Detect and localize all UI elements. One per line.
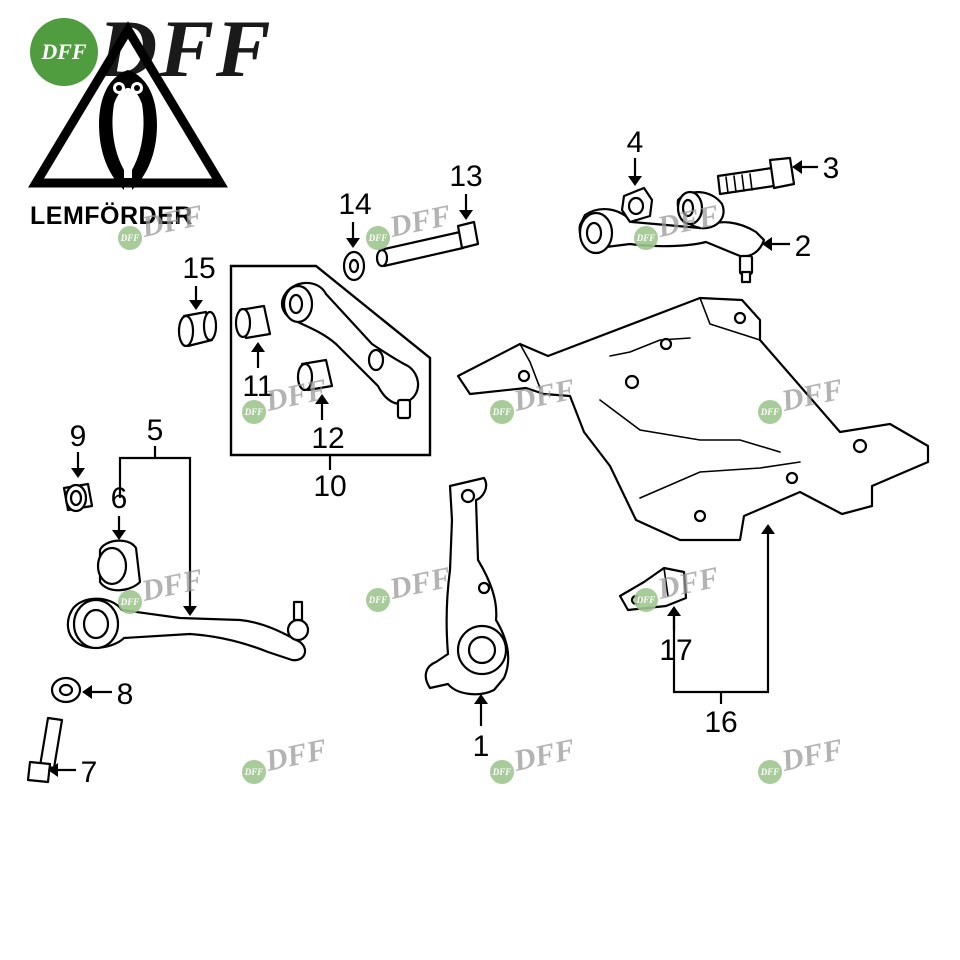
callout-11: 11 [242, 370, 273, 403]
washer-8 [50, 676, 82, 704]
callout-4: 4 [627, 126, 644, 159]
control-arm-10 [280, 281, 420, 420]
steering-knuckle-1 [424, 476, 510, 696]
svg-text:DFF: DFF [492, 407, 512, 417]
bolt-7 [26, 716, 64, 784]
nut-4 [620, 186, 654, 224]
callout-1: 1 [473, 730, 490, 763]
watermark: DFF DFF [490, 733, 578, 784]
svg-text:DFF: DFF [262, 733, 330, 778]
svg-text:DFF: DFF [244, 767, 264, 777]
svg-text:DFF: DFF [386, 561, 454, 606]
svg-text:DFF: DFF [368, 595, 388, 605]
washer-14 [342, 250, 366, 282]
svg-text:DFF: DFF [138, 563, 206, 608]
watermark: DFF DFF [758, 733, 846, 784]
callout-16: 16 [704, 706, 737, 739]
lemforder-label: LEMFÖRDER [30, 202, 193, 230]
callout-3: 3 [823, 152, 840, 185]
bolt-3 [716, 156, 796, 196]
callout-2: 2 [795, 230, 812, 263]
watermark: DFF DFF [118, 199, 206, 250]
svg-text:DFF: DFF [760, 767, 780, 777]
callout-6: 6 [111, 482, 128, 515]
bushing-15 [177, 310, 218, 348]
dff-badge-logo: DFF [30, 18, 98, 86]
svg-text:DFF: DFF [760, 407, 780, 417]
lower-control-arm-5 [66, 597, 310, 662]
svg-text:DFF: DFF [778, 733, 846, 778]
svg-text:DFF: DFF [120, 233, 140, 243]
callout-13: 13 [449, 160, 482, 193]
callout-10: 10 [313, 470, 346, 503]
bushing-6 [96, 539, 142, 592]
bushing-12 [296, 358, 334, 392]
svg-text:DFF: DFF [368, 233, 388, 243]
watermark: DFF DFF [366, 561, 454, 612]
watermark: DFF DFF [242, 733, 330, 784]
bushing-9 [62, 482, 94, 513]
callout-5: 5 [147, 414, 164, 447]
bolt-13 [375, 220, 480, 268]
lemforder-owl-logo [28, 21, 228, 190]
group-box-10 [229, 264, 432, 457]
svg-text:DFF: DFF [138, 199, 206, 244]
svg-text:DFF: DFF [636, 233, 656, 243]
bushing-11 [234, 304, 272, 340]
leader-lines [48, 158, 818, 777]
svg-text:DFF: DFF [636, 595, 656, 605]
svg-text:DFF: DFF [492, 767, 512, 777]
callout-17: 17 [659, 634, 692, 667]
svg-text:DFF: DFF [244, 407, 264, 417]
callout-14: 14 [338, 188, 371, 221]
svg-text:DFF: DFF [510, 733, 578, 778]
subframe-16 [456, 296, 930, 542]
callout-8: 8 [117, 678, 134, 711]
callout-9: 9 [70, 420, 87, 453]
callout-15: 15 [182, 252, 215, 285]
callout-12: 12 [311, 422, 344, 455]
callout-labels: 1 2 3 4 5 6 7 8 9 10 11 12 13 14 15 16 1… [70, 126, 840, 789]
svg-text:DFF: DFF [120, 597, 140, 607]
callout-7: 7 [81, 756, 98, 789]
